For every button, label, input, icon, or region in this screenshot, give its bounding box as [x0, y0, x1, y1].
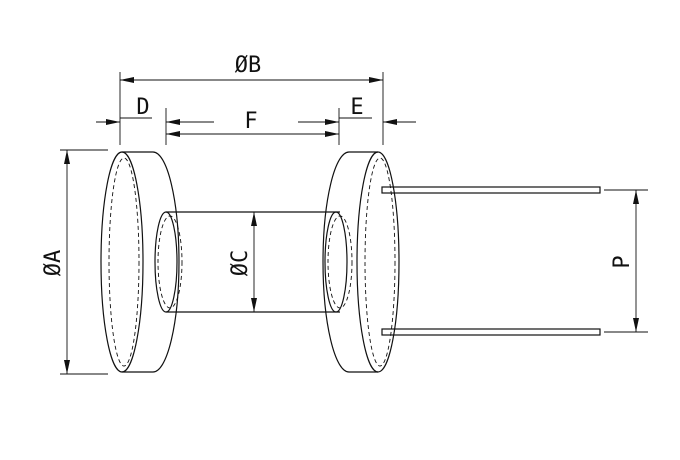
dimension-p: P: [610, 190, 639, 332]
dimension-d: D: [96, 95, 190, 125]
arrowhead: [166, 131, 180, 137]
shaft-cylinder: [154, 211, 353, 313]
arrowhead: [325, 131, 339, 137]
right-disc: [322, 151, 400, 373]
dimension-dia-c: ØC: [228, 212, 257, 312]
label-dia-c: ØC: [228, 250, 253, 277]
label-p: P: [610, 255, 635, 268]
arrowhead: [633, 190, 639, 204]
label-e: E: [350, 95, 363, 120]
dimension-dia-a: ØA: [41, 150, 70, 374]
dimension-f: F: [166, 109, 339, 137]
arrowhead: [383, 119, 397, 125]
label-dia-a: ØA: [41, 250, 66, 277]
arrowhead: [120, 77, 134, 83]
arrowhead: [369, 77, 383, 83]
arrowhead: [64, 360, 70, 374]
lead-wires: [381, 186, 601, 336]
arrowhead: [325, 119, 339, 125]
arrowhead: [64, 150, 70, 164]
dimension-e: E: [316, 95, 416, 125]
arrowhead: [251, 212, 257, 226]
arrowhead: [633, 318, 639, 332]
arrowhead: [106, 119, 120, 125]
label-f: F: [244, 109, 257, 134]
arrowhead: [166, 119, 180, 125]
dimension-dia-b: ØB: [120, 53, 383, 83]
label-dia-b: ØB: [235, 53, 262, 78]
left-disc: [100, 151, 180, 373]
label-d: D: [136, 95, 149, 120]
arrowhead: [251, 298, 257, 312]
extension-lines: [60, 72, 648, 375]
